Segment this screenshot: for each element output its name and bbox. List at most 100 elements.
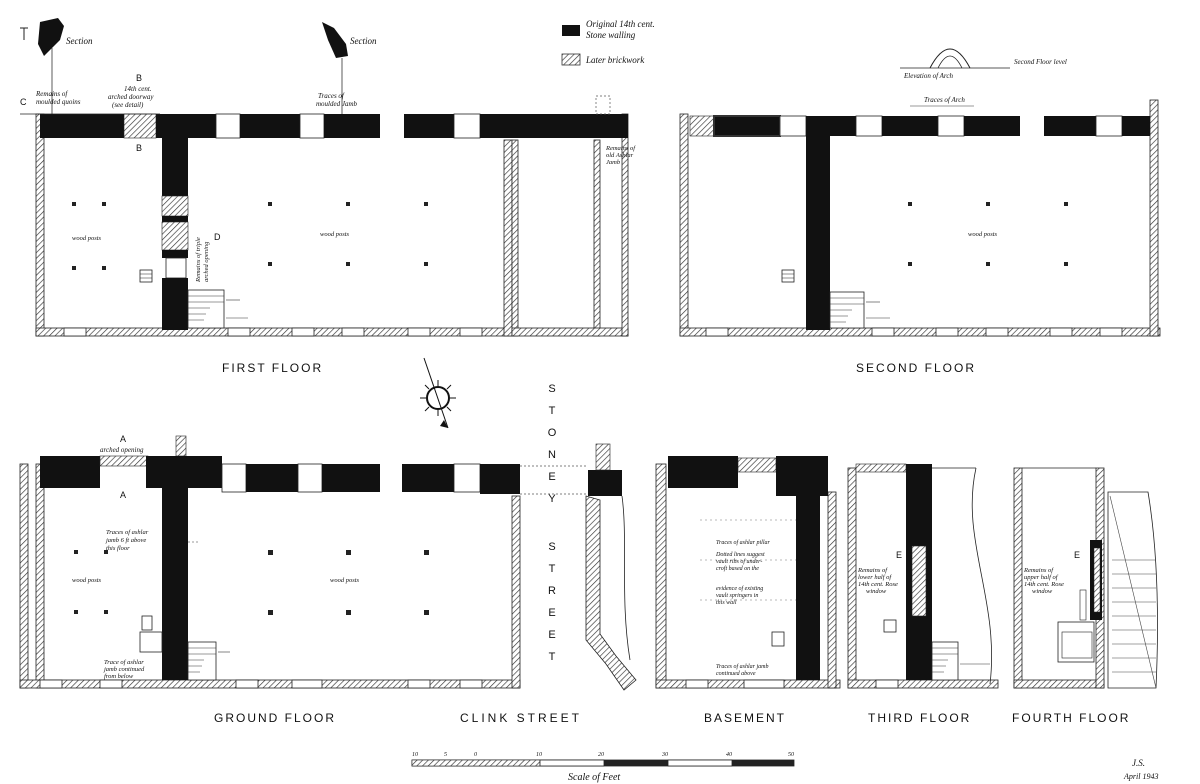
svg-text:moulded Jamb: moulded Jamb bbox=[316, 100, 358, 108]
svg-text:Traces of: Traces of bbox=[318, 92, 345, 100]
first-floor-plan: C Remains of moulded quoins B 14th cent.… bbox=[20, 73, 636, 375]
svg-text:10: 10 bbox=[536, 752, 542, 758]
svg-text:jamb 6 ft above: jamb 6 ft above bbox=[105, 537, 146, 544]
svg-text:Remains of: Remains of bbox=[605, 145, 636, 152]
svg-text:J.S.: J.S. bbox=[1132, 758, 1145, 768]
svg-text:40: 40 bbox=[726, 751, 732, 758]
svg-text:wood posts: wood posts bbox=[72, 577, 102, 584]
svg-text:E: E bbox=[548, 629, 555, 641]
svg-text:Dotted lines suggest: Dotted lines suggest bbox=[715, 552, 765, 558]
svg-text:evidence of existing: evidence of existing bbox=[716, 585, 763, 592]
svg-text:Remains of: Remains of bbox=[35, 90, 68, 98]
svg-text:14th cent.: 14th cent. bbox=[124, 85, 152, 93]
svg-text:R: R bbox=[548, 585, 556, 597]
svg-text:E: E bbox=[548, 607, 555, 619]
section-detail-right: Section bbox=[322, 22, 377, 114]
svg-text:Traces of ashlar pillar: Traces of ashlar pillar bbox=[716, 539, 771, 546]
svg-text:N: N bbox=[548, 449, 556, 461]
basement-title: BASEMENT bbox=[704, 711, 786, 725]
svg-text:Remains of triple: Remains of triple bbox=[195, 237, 202, 283]
second-floor-plan: Elevation of Arch Second Floor level Tra… bbox=[679, 48, 1161, 375]
legend-stone-label-1: Original 14th cent. bbox=[586, 19, 655, 29]
signature: J.S. April 1943 bbox=[1123, 758, 1158, 781]
svg-text:14th cent. Rose: 14th cent. Rose bbox=[858, 581, 898, 588]
svg-text:Y: Y bbox=[548, 493, 556, 505]
svg-text:T: T bbox=[549, 563, 556, 575]
svg-text:14th cent. Rose: 14th cent. Rose bbox=[1024, 581, 1064, 588]
svg-text:S: S bbox=[548, 541, 555, 553]
svg-text:T: T bbox=[549, 405, 556, 417]
svg-text:Elevation of Arch: Elevation of Arch bbox=[903, 72, 953, 80]
svg-text:lower half of: lower half of bbox=[858, 574, 892, 581]
scale-bar: 10 5 0 10 20 30 40 50 Scale of Feet bbox=[411, 751, 795, 783]
svg-text:Traces of ashlar: Traces of ashlar bbox=[106, 529, 149, 536]
legend-stone-swatch bbox=[562, 25, 580, 36]
svg-text:5: 5 bbox=[444, 752, 447, 758]
ground-floor-title: GROUND FLOOR bbox=[214, 711, 336, 725]
svg-text:wood posts: wood posts bbox=[968, 231, 998, 238]
scale-label: Scale of Feet bbox=[568, 772, 620, 783]
first-floor-title: FIRST FLOOR bbox=[222, 361, 323, 375]
svg-text:moulded quoins: moulded quoins bbox=[36, 98, 81, 106]
svg-text:window: window bbox=[866, 588, 887, 595]
svg-text:T: T bbox=[549, 651, 556, 663]
svg-text:wood posts: wood posts bbox=[72, 235, 102, 242]
section-detail-left: Section bbox=[20, 18, 93, 114]
svg-text:10: 10 bbox=[412, 752, 418, 758]
svg-text:20: 20 bbox=[598, 752, 604, 758]
section-label-1: Section bbox=[66, 36, 93, 46]
svg-text:this floor: this floor bbox=[106, 545, 130, 552]
svg-text:window: window bbox=[1032, 588, 1053, 595]
fourth-floor-plan: E Remains of upper half of 14th cent. Ro… bbox=[1012, 467, 1158, 725]
svg-text:wood posts: wood posts bbox=[320, 231, 350, 238]
svg-text:Traces of ashlar jamb: Traces of ashlar jamb bbox=[716, 663, 769, 670]
letter-b-bottom: B bbox=[136, 143, 142, 153]
letter-b-top: B bbox=[136, 73, 142, 83]
svg-text:April 1943: April 1943 bbox=[1123, 772, 1158, 781]
svg-text:arched opening: arched opening bbox=[100, 446, 144, 454]
stoney-street: S T O N E Y S T R E E T CLINK STREET bbox=[460, 383, 637, 725]
legend-stone-label-2: Stone walling bbox=[586, 30, 636, 40]
svg-text:30: 30 bbox=[661, 752, 668, 758]
third-floor-title: THIRD FLOOR bbox=[868, 711, 971, 725]
letter-e-third: E bbox=[896, 550, 902, 560]
svg-text:arched opening: arched opening bbox=[203, 241, 210, 282]
svg-text:arched doorway: arched doorway bbox=[108, 93, 154, 101]
ground-floor-plan: A arched opening A Traces of ashlar jamb… bbox=[19, 434, 521, 725]
clink-street-title: CLINK STREET bbox=[460, 711, 582, 725]
second-floor-title: SECOND FLOOR bbox=[856, 361, 976, 375]
third-floor-plan: E Remains of lower half of 14th cent. Ro… bbox=[847, 463, 999, 725]
svg-text:0: 0 bbox=[474, 752, 477, 758]
svg-text:Jamb: Jamb bbox=[606, 159, 621, 166]
svg-text:wood posts: wood posts bbox=[330, 577, 360, 584]
svg-text:vault ribs of under-: vault ribs of under- bbox=[716, 558, 762, 565]
svg-text:continued above: continued above bbox=[716, 671, 756, 677]
svg-text:from below: from below bbox=[104, 673, 134, 680]
svg-text:50: 50 bbox=[788, 752, 794, 758]
svg-text:Remains of: Remains of bbox=[857, 567, 888, 574]
svg-text:S: S bbox=[548, 383, 555, 395]
letter-a-bottom: A bbox=[120, 490, 126, 500]
svg-text:Trace of ashlar: Trace of ashlar bbox=[104, 659, 144, 666]
svg-text:old Ashlar: old Ashlar bbox=[606, 152, 634, 159]
svg-text:this wall: this wall bbox=[716, 600, 737, 606]
svg-text:jamb continued: jamb continued bbox=[103, 666, 145, 673]
letter-e-fourth: E bbox=[1074, 550, 1080, 560]
svg-text:upper half of: upper half of bbox=[1024, 574, 1059, 581]
letter-d: D bbox=[214, 232, 221, 242]
svg-text:vault springers in: vault springers in bbox=[716, 593, 758, 599]
basement-plan: Traces of ashlar pillar Dotted lines sug… bbox=[655, 456, 841, 725]
svg-text:Second Floor level: Second Floor level bbox=[1014, 58, 1067, 66]
svg-text:(see detail): (see detail) bbox=[112, 101, 144, 109]
svg-text:Traces of Arch: Traces of Arch bbox=[924, 96, 965, 104]
svg-text:O: O bbox=[548, 427, 557, 439]
svg-text:E: E bbox=[548, 471, 555, 483]
letter-c: C bbox=[20, 97, 27, 107]
section-label-2: Section bbox=[350, 36, 377, 46]
letter-a-top: A bbox=[120, 434, 126, 444]
north-point-icon bbox=[420, 357, 456, 429]
legend-brick-label: Later brickwork bbox=[585, 55, 645, 65]
legend: Original 14th cent. Stone walling Later … bbox=[561, 19, 655, 66]
fourth-floor-title: FOURTH FLOOR bbox=[1012, 711, 1130, 725]
